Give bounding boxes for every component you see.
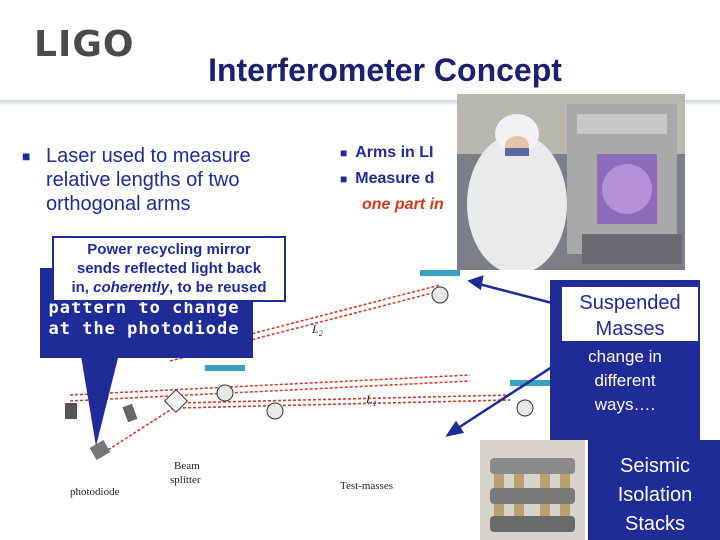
recycling-mirror [122,403,138,423]
suspended-line-2: Masses [595,318,665,340]
left-bullet: ■ Laser used to measure relative lengths… [22,144,312,216]
suspended-masses-label: Suspended Masses [560,285,700,343]
right-bullets: ■ Arms in LI ■ Measure d one part in [340,140,480,218]
right-bullet-1: ■ Arms in LI [340,140,480,166]
change-line-1: change in [588,347,662,366]
bullet-square-icon: ■ [22,148,31,164]
beam-splitter [163,388,189,414]
power-line-3-em: coherently [93,279,169,296]
label-l2: L2 [311,322,323,338]
label-test-masses: Test-masses [340,480,393,492]
test-masses [216,286,534,420]
seismic-line-3: Stacks [624,513,686,535]
seismic-line-2: Isolation [617,484,693,506]
mirror-bars [205,270,550,386]
left-bullet-text: Laser used to measure relative lengths o… [46,145,251,215]
power-line-2: sends reflected light back [76,260,262,277]
seismic-callout-box [588,440,720,540]
power-line-3-prefix: in, [71,279,94,296]
pattern-callout-text: pattern to change at the photodiode [34,298,254,340]
power-line-1: Power recycling mirror [87,241,251,258]
slide-title: Interferometer Concept [208,52,562,88]
right-bullet-2-text: Measure d [355,170,435,187]
photodiode-device [89,439,111,461]
seismic-stack-photo [480,440,585,540]
callout-arrows [128,265,550,437]
label-l1-main: L [365,392,373,406]
bullet-square-icon: ■ [340,172,348,186]
right-bullet-2: ■ Measure d [340,166,480,192]
change-line-2: different [594,371,656,390]
change-callout-text: change in different ways…. [552,345,698,417]
label-beam-2: splitter [170,474,201,486]
pattern-line-2: at the photodiode [48,319,240,339]
interferometer-diagram: photodiode Beam splitter Test-masses L2 … [65,265,550,498]
label-l2-sub: 2 [319,329,323,338]
laser-beams [69,284,511,456]
lab-photo [457,94,685,270]
seismic-callout-text: Seismic Isolation Stacks [590,452,720,539]
ligo-logo: LIGO [34,24,135,65]
suspended-line-1: Suspended [579,292,681,314]
laser-source [65,403,77,419]
power-recycling-callout-text: Power recycling mirror sends reflected l… [54,240,284,297]
bullet-square-icon: ■ [340,146,348,160]
label-photodiode: photodiode [70,486,120,498]
right-bullet-2-continuation: one part in [362,196,444,213]
change-line-3: ways…. [594,395,656,414]
power-recycling-callout-box [52,236,286,302]
label-l1-sub: 1 [373,399,377,408]
label-l2-main: L [311,322,319,336]
label-beam-1: Beam [174,460,200,472]
right-bullet-1-text: Arms in LI [355,144,434,161]
power-line-3: in, coherently, to be reused [54,278,284,297]
seismic-line-1: Seismic [619,455,690,477]
title-divider [0,100,720,106]
pattern-line-1: pattern to change [48,298,240,318]
power-line-3-suffix: , to be reused [169,279,267,296]
pattern-callout-tail [80,350,120,446]
label-l1: L1 [365,392,377,408]
